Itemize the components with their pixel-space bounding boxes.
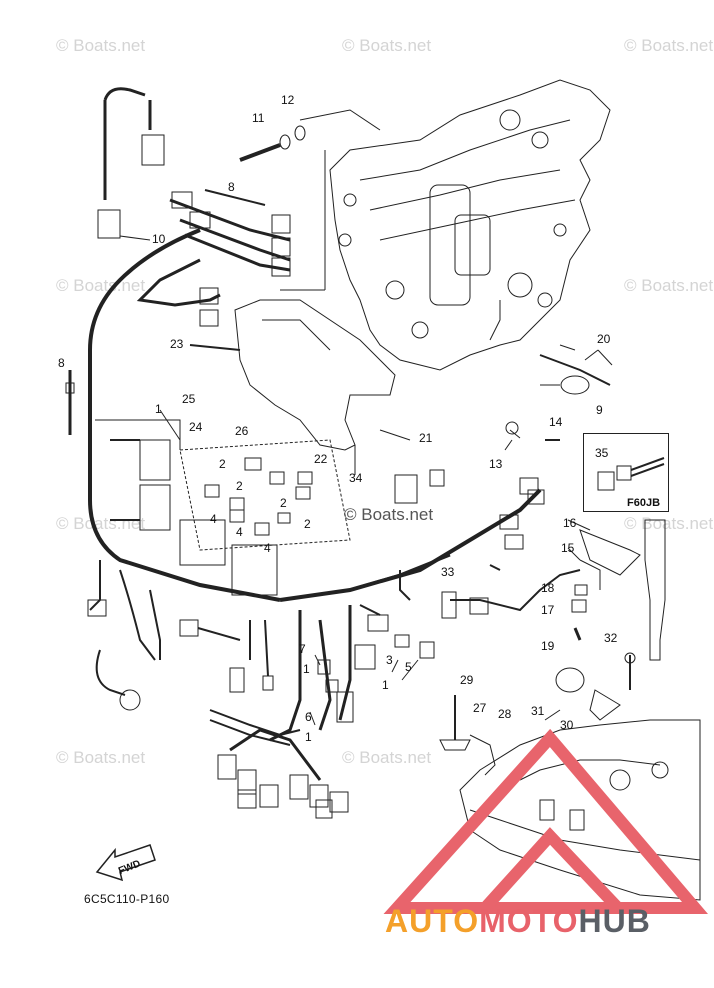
callout-number: 1 xyxy=(382,678,389,692)
callout-number: 33 xyxy=(441,565,455,579)
watermark: © Boats.net xyxy=(624,514,714,533)
callout-number: 31 xyxy=(531,704,545,718)
callout-number: 1 xyxy=(303,662,310,676)
callout-number: 2 xyxy=(219,457,226,471)
callout-number: 7 xyxy=(299,642,306,656)
callout-number: 26 xyxy=(235,424,249,438)
callout-number: 32 xyxy=(604,631,618,645)
callout-number: 24 xyxy=(189,420,203,434)
callout-number: 35 xyxy=(595,446,609,460)
watermark: © Boats.net xyxy=(342,36,432,55)
brand-logo: AUTOMOTOHUB xyxy=(385,903,651,939)
inset-box xyxy=(583,433,669,512)
callout-number: 25 xyxy=(182,392,196,406)
callout-number: 20 xyxy=(597,332,611,346)
callout-number: 29 xyxy=(460,673,474,687)
watermark: © Boats.net xyxy=(342,748,432,767)
callout-number: 22 xyxy=(314,452,328,466)
callout-number: 11 xyxy=(252,111,265,125)
fwd-label: FWD xyxy=(117,858,142,877)
watermark: © Boats.net xyxy=(624,36,714,55)
watermark: © Boats.net xyxy=(624,276,714,295)
callout-number: 12 xyxy=(281,93,295,107)
watermark: © Boats.net xyxy=(56,276,146,295)
callout-number: 27 xyxy=(473,701,487,715)
callout-number: 4 xyxy=(236,525,243,539)
callout-number: 2 xyxy=(280,496,287,510)
callout-number: 17 xyxy=(541,603,555,617)
callout-number: 8 xyxy=(58,356,65,370)
inset-code-label: F60JB xyxy=(627,497,661,509)
callout-number: 3 xyxy=(386,653,393,667)
watermark: © Boats.net xyxy=(344,505,434,524)
callout-number: 1 xyxy=(305,730,312,744)
callout-number: 2 xyxy=(236,479,243,493)
callout-number: 4 xyxy=(264,541,271,555)
callout-number: 14 xyxy=(549,415,563,429)
diagram-linework xyxy=(65,79,701,901)
callout-number: 23 xyxy=(170,337,184,351)
callout-number: 2 xyxy=(304,517,311,531)
callout-number: 30 xyxy=(560,718,574,732)
callout-number: 9 xyxy=(596,403,603,417)
callout-number: 18 xyxy=(541,581,555,595)
callout-number: 1 xyxy=(155,402,162,416)
watermark: © Boats.net xyxy=(56,36,146,55)
callout-number: 34 xyxy=(349,471,363,485)
part-code: 6C5C110-P160 xyxy=(84,892,170,906)
callout-number: 4 xyxy=(210,512,217,526)
watermark: © Boats.net xyxy=(56,748,146,767)
callout-number: 15 xyxy=(561,541,575,555)
callout-number: 5 xyxy=(405,660,412,674)
watermark: © Boats.net xyxy=(56,514,146,533)
callout-number: 19 xyxy=(541,639,555,653)
callout-number: 16 xyxy=(563,516,577,530)
callout-number: 13 xyxy=(489,457,503,471)
callout-number: 21 xyxy=(419,431,433,445)
callout-number: 10 xyxy=(152,232,166,246)
callout-number: 6 xyxy=(305,710,312,724)
inset-connector-icon xyxy=(597,457,665,491)
callout-number: 8 xyxy=(228,180,235,194)
logo-triangle-icon xyxy=(383,728,709,914)
callout-number: 28 xyxy=(498,707,512,721)
